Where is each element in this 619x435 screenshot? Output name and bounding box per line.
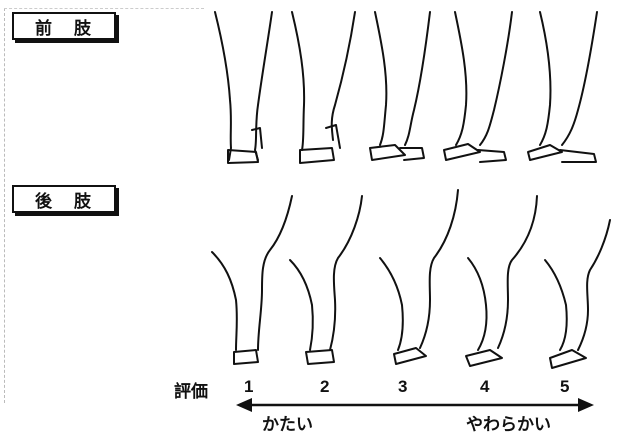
rating-value-4: 4 <box>480 377 489 397</box>
front-leg-1 <box>215 12 272 163</box>
front-leg-2 <box>292 12 355 163</box>
rating-title: 評価 <box>174 377 208 402</box>
hind-leg-1 <box>212 196 292 364</box>
stiff-label: かたい <box>262 410 313 435</box>
front-leg-4 <box>444 12 512 162</box>
hind-leg-3 <box>380 190 458 364</box>
rating-value-5: 5 <box>560 377 569 397</box>
soft-label: やわらかい <box>466 410 551 435</box>
rating-value-3: 3 <box>398 377 407 397</box>
rating-value-1: 1 <box>244 377 253 397</box>
rating-value-2: 2 <box>320 377 329 397</box>
hind-leg-2 <box>290 196 362 364</box>
hind-leg-5 <box>545 220 610 368</box>
front-leg-3 <box>370 12 430 160</box>
front-leg-5 <box>528 12 597 162</box>
hind-leg-4 <box>466 196 537 366</box>
